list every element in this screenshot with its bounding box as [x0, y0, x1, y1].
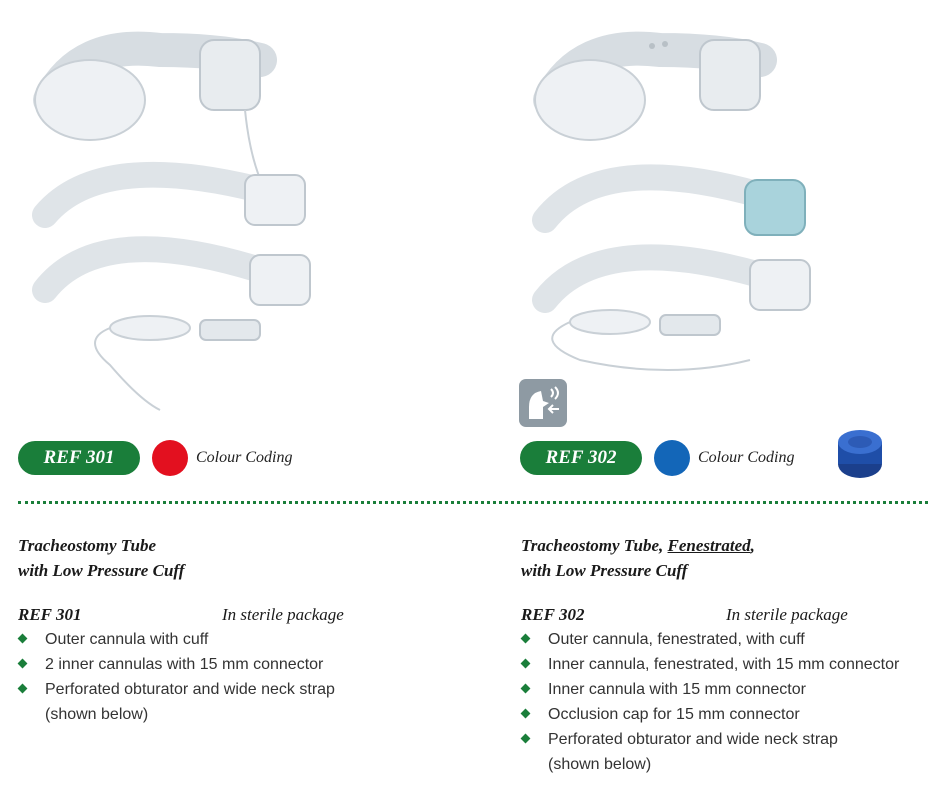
item-list: Outer cannula, fenestrated, with cuff In…: [520, 627, 926, 777]
bullet-icon: [17, 658, 28, 669]
bullet-icon: [520, 683, 531, 694]
ref-row-302: REF 302 Colour Coding: [520, 440, 794, 476]
product-illustration-ref-302: [520, 20, 840, 380]
list-item: Inner cannula with 15 mm connector: [520, 677, 926, 702]
list-item: Outer cannula with cuff: [17, 627, 478, 652]
ref-row-301: REF 301 Colour Coding: [18, 440, 292, 476]
occlusion-cap-icon: [830, 424, 892, 487]
list-item: Occlusion cap for 15 mm connector: [520, 702, 926, 727]
ref-code: REF 302: [521, 605, 585, 624]
dotted-divider: [18, 501, 928, 504]
speaking-valve-icon: [519, 379, 567, 427]
product-title: Tracheostomy Tube, Fenestrated, with Low…: [521, 536, 755, 580]
list-item: Inner cannula, fenestrated, with 15 mm c…: [520, 652, 926, 677]
list-item: Perforated obturator and wide neck strap: [520, 727, 926, 752]
colour-dot-blue: [654, 440, 690, 476]
list-item: Outer cannula, fenestrated, with cuff: [520, 627, 926, 652]
bullet-icon: [520, 633, 531, 644]
colour-coding-label: Colour Coding: [698, 449, 795, 466]
item-list: Outer cannula with cuff 2 inner cannulas…: [17, 627, 478, 727]
ref-badge: REF 301: [18, 441, 140, 475]
ref-badge: REF 302: [520, 441, 642, 475]
package-info: In sterile package: [726, 605, 848, 624]
list-item: 2 inner cannulas with 15 mm connector: [17, 652, 478, 677]
fenestrated-label: Fenestrated: [667, 536, 751, 555]
bullet-icon: [520, 708, 531, 719]
ref-line: REF 301 In sterile package: [18, 605, 478, 625]
bullet-icon: [17, 633, 28, 644]
colour-coding-label: Colour Coding: [196, 449, 293, 466]
bullet-icon: [17, 683, 28, 694]
list-item-continuation: (shown below): [548, 756, 652, 773]
list-item-continuation: (shown below): [45, 706, 149, 723]
bullet-icon: [520, 658, 531, 669]
product-description-302: Tracheostomy Tube, Fenestrated, with Low…: [520, 533, 926, 777]
product-title: Tracheostomy Tube with Low Pressure Cuff: [18, 536, 185, 580]
package-info: In sterile package: [222, 605, 344, 624]
bullet-icon: [520, 733, 531, 744]
ref-line: REF 302 In sterile package: [521, 605, 926, 625]
ref-code: REF 301: [18, 605, 82, 624]
list-item: Perforated obturator and wide neck strap: [17, 677, 478, 702]
product-illustration-ref-301: [20, 20, 340, 420]
colour-dot-red: [152, 440, 188, 476]
product-description-301: Tracheostomy Tube with Low Pressure Cuff…: [17, 533, 478, 727]
